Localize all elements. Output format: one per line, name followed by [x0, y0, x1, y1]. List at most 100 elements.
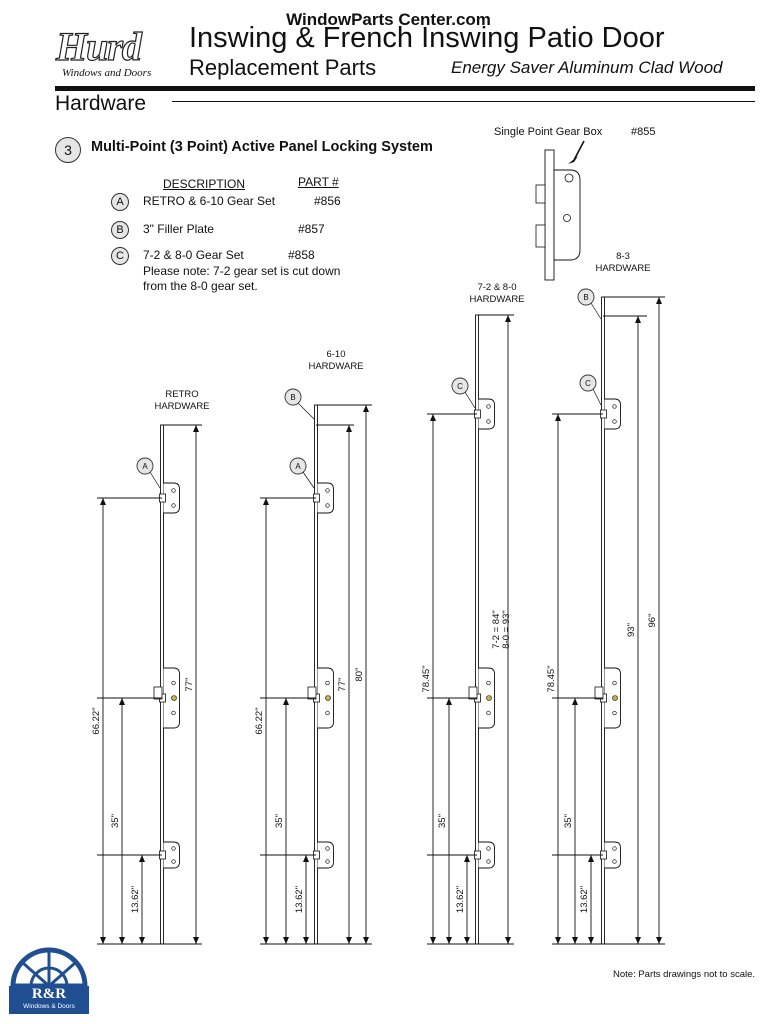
dimension-bottom-arrow-top — [464, 855, 470, 862]
scale-note: Note: Parts drawings not to scale. — [613, 969, 756, 980]
callout-leader — [149, 471, 161, 489]
callout-leader — [590, 302, 602, 320]
upper-lock-point-screw — [612, 419, 617, 424]
upper-lock-point-screw — [486, 404, 491, 409]
dimension-total-label: 96" — [647, 614, 658, 628]
gear-box-center-screw — [612, 680, 617, 686]
callout-leader — [464, 391, 476, 409]
upper-lock-point-screw — [325, 488, 330, 493]
center-latch — [153, 686, 163, 700]
hardware-name: 6-10 — [326, 349, 345, 360]
hurd-logo: Hurd Windows and Doors — [55, 26, 174, 81]
gearbox-arrowhead — [568, 156, 578, 164]
locking-rod — [160, 424, 164, 945]
upper-lock-point-screw — [171, 503, 176, 508]
gear-box-center-screw — [171, 710, 176, 716]
gearbox-cylinder — [564, 173, 574, 183]
dimension-middle-label: 35" — [110, 814, 121, 828]
lower-lock-point-screw — [171, 859, 176, 864]
dimension-inner-arrow-top — [346, 425, 352, 432]
dimension-to-gear-arrow-top — [100, 498, 106, 505]
part-description: 3" Filler Plate — [143, 222, 214, 236]
gearbox-body — [553, 169, 581, 261]
dimension-bottom-arrow-top — [139, 855, 145, 862]
callout-leader — [297, 402, 315, 420]
rr-dealer-logo: R&R Windows & Doors — [9, 946, 89, 1014]
dimension-middle-arrow-top — [446, 698, 452, 705]
lower-lock-point — [604, 841, 621, 869]
dimension-inner-arrow-bottom — [346, 937, 352, 944]
center-spindle — [486, 695, 492, 701]
hurd-logo-tagline: Windows and Doors — [62, 67, 152, 79]
dimension-middle-arrow-bottom — [446, 937, 452, 944]
dimension-total-arrow-top — [505, 315, 511, 322]
gearbox-part-number: #855 — [631, 126, 656, 138]
hardware-name: HARDWARE — [595, 263, 650, 274]
dimension-to-gear-arrow-bottom — [100, 937, 106, 944]
part-letter-badge: B — [111, 221, 129, 239]
dimension-inner-arrow-top — [635, 316, 641, 323]
part-number: #858 — [288, 248, 315, 262]
dimension-bottom-arrow-bottom — [139, 937, 145, 944]
part-note: from the 8-0 gear set. — [143, 279, 258, 293]
lower-lock-point-screw — [325, 859, 330, 864]
callout-badge — [284, 388, 302, 406]
gearbox-latch — [535, 184, 546, 204]
section-heading: Hardware — [55, 92, 147, 115]
dimension-total-arrow-top — [363, 405, 369, 412]
callout-badge — [289, 457, 307, 475]
dimension-middle-label: 35" — [437, 814, 448, 828]
dimension-inner-label: 77" — [337, 678, 348, 692]
part-letter-badge: A — [111, 193, 129, 211]
gear-box-center-screw — [325, 680, 330, 686]
dimension-to-gear-label: 78.45" — [546, 665, 557, 692]
callout-letter: A — [295, 462, 301, 471]
rr-logo-name: R&R — [31, 986, 67, 1002]
dimension-middle-arrow-bottom — [572, 937, 578, 944]
hardware-name: RETRO — [165, 389, 198, 400]
callout-letter: C — [585, 379, 591, 388]
part-note: Please note: 7-2 gear set is cut down — [143, 264, 341, 278]
rr-logo-tagline: Windows & Doors — [23, 1003, 75, 1010]
callout-letter: A — [142, 462, 148, 471]
dimension-middle-arrow-bottom — [119, 937, 125, 944]
locking-rod — [475, 314, 479, 945]
callout-badge — [577, 288, 595, 306]
dimension-to-gear-label: 66.22" — [91, 707, 102, 734]
dimension-total-label: 80" — [354, 668, 365, 682]
gearbox-spindle — [563, 214, 571, 222]
lower-lock-point-screw — [612, 846, 617, 851]
locking-rod — [601, 296, 605, 945]
page-title: Inswing & French Inswing Patio Door — [189, 22, 665, 54]
dimension-bottom-label: 13.62" — [130, 886, 141, 913]
dimension-to-gear-arrow-bottom — [555, 937, 561, 944]
dimension-total-label: 8-0 = 93" — [501, 610, 512, 649]
product-line: Energy Saver Aluminum Clad Wood — [451, 58, 723, 77]
dimension-to-gear-arrow-bottom — [430, 937, 436, 944]
dimension-inner-arrow-bottom — [635, 937, 641, 944]
part-description: 7-2 & 8-0 Gear Set — [143, 248, 244, 262]
upper-lock-point-screw — [486, 419, 491, 424]
dimension-bottom-arrow-bottom — [303, 937, 309, 944]
dimension-inner-label: 93" — [626, 623, 637, 637]
arched-window-icon — [9, 947, 89, 1014]
callout-badge — [451, 377, 469, 395]
dimension-to-gear-arrow-top — [263, 498, 269, 505]
dimension-bottom-arrow-bottom — [588, 937, 594, 944]
part-letter-badge: C — [111, 247, 129, 265]
parts-col-description: DESCRIPTION — [163, 177, 246, 191]
dimension-total-label: 7-2 = 84" — [491, 610, 502, 649]
center-spindle — [612, 695, 618, 701]
section-number-badge: 3 — [55, 137, 81, 163]
gear-box-center-screw — [325, 710, 330, 716]
hardware-name: 8-3 — [616, 251, 630, 262]
center-spindle — [325, 695, 331, 701]
website-banner: WindowParts Center.com — [286, 10, 491, 29]
dimension-total-arrow-bottom — [656, 937, 662, 944]
locking-rod — [314, 404, 318, 945]
parts-col-part: PART # — [298, 175, 339, 189]
lower-lock-point-screw — [325, 846, 330, 851]
gearbox-arrow — [573, 140, 585, 161]
gear-box-center-screw — [171, 680, 176, 686]
center-latch — [307, 686, 317, 700]
